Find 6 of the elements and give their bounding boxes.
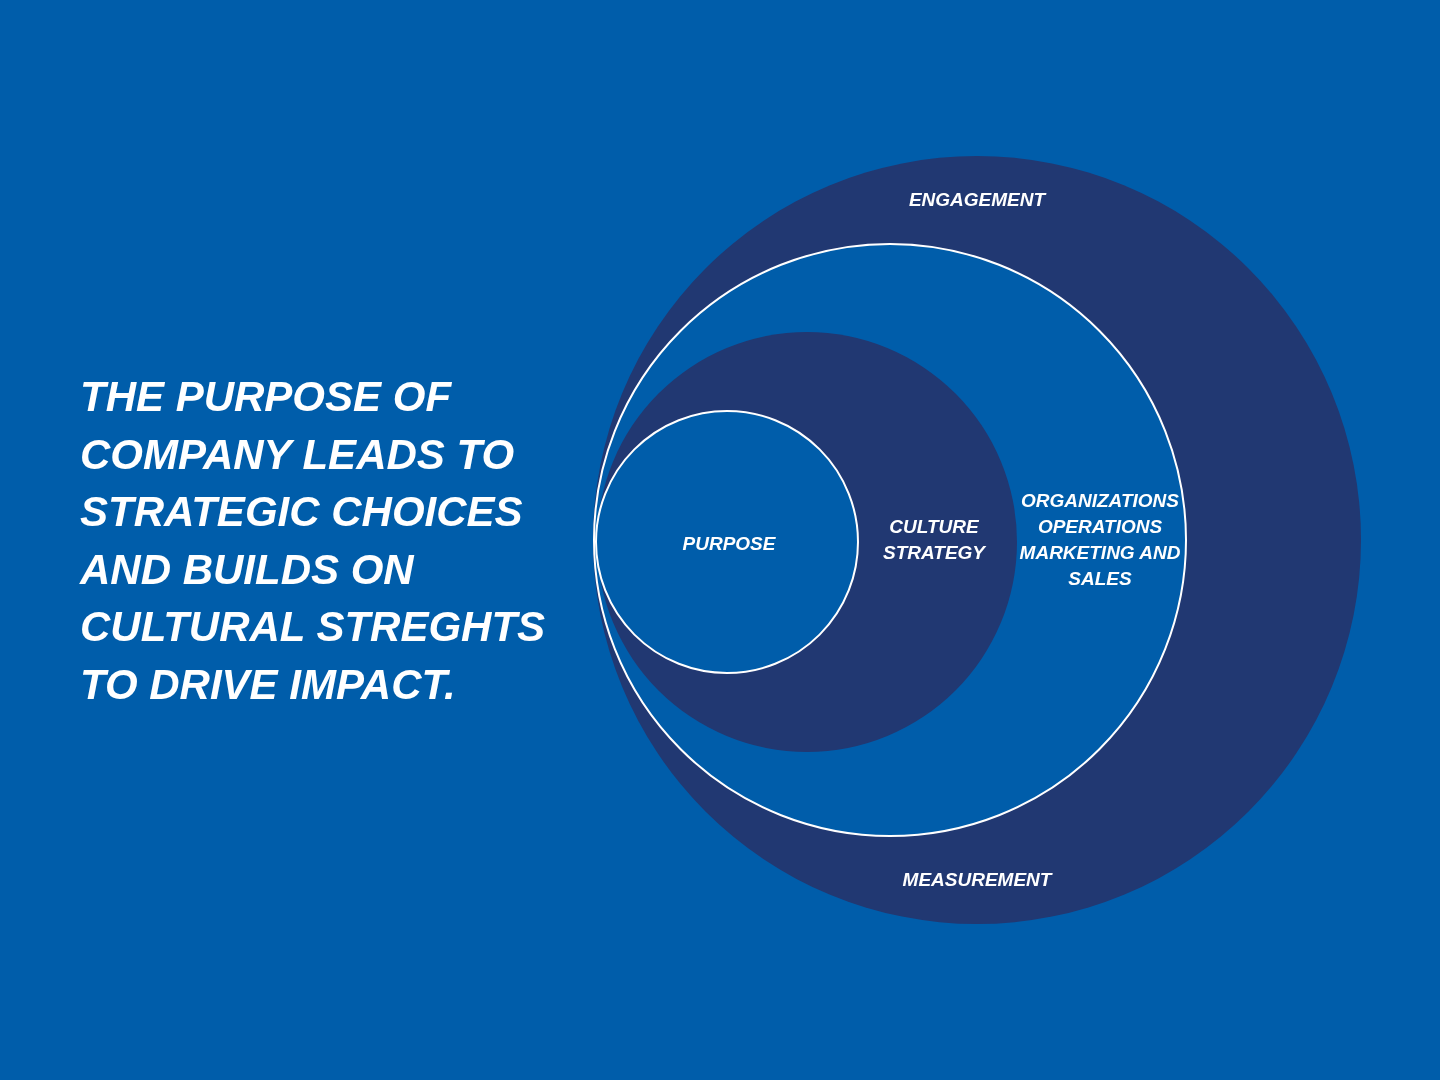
ring-label: PURPOSE — [681, 532, 777, 556]
statement-text: THE PURPOSE OF COMPANY LEADS TO STRATEGIC CHOICES AND BUILDS ON CULTURAL STREGHTS TO DRIVE IMPACT. — [80, 372, 547, 710]
ring-label: CULTURE STRATEGY — [881, 515, 987, 565]
ring-label: ENGAGEMENT — [907, 188, 1048, 212]
ring-label: MEASUREMENT — [901, 868, 1054, 892]
ring-label: ORGANIZATIONS OPERATIONS MARKETING AND SALES — [1018, 489, 1182, 591]
